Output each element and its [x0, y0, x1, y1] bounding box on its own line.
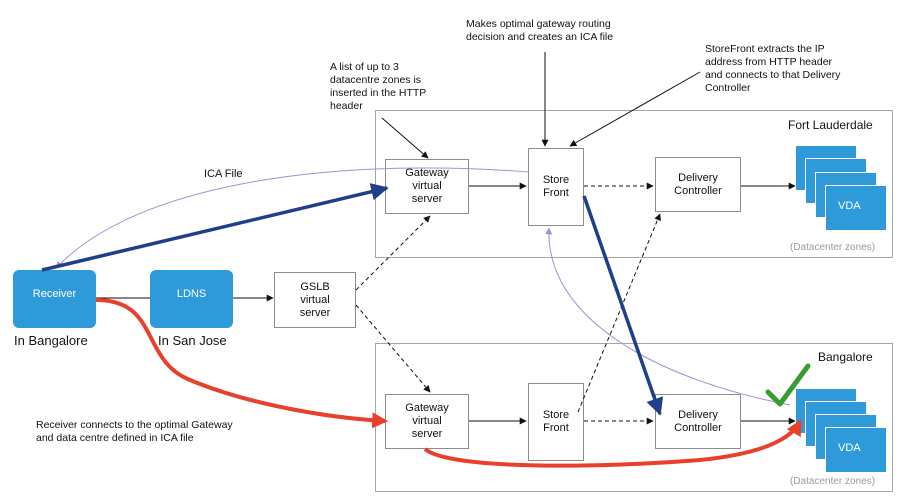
check-icon	[765, 363, 811, 407]
pointer-storefront-note	[569, 71, 701, 147]
receiver-location: In Bangalore	[14, 333, 88, 348]
receiver-node: Receiver	[13, 270, 96, 328]
delivery-controller-bl: Delivery Controller	[655, 394, 741, 449]
vda-fl-label: VDA	[838, 200, 861, 212]
vda-fl-stack-4	[825, 185, 887, 231]
annotation-storefront: StoreFront extracts the IP address from …	[705, 43, 841, 94]
dashed-gslb-gateway-bl	[355, 304, 431, 393]
dashed-storefront-bl-to-dc-fl	[577, 213, 661, 413]
red-gateway-bl-to-vda-bl	[423, 419, 802, 468]
storefront-fl: Store Front	[528, 148, 584, 226]
gslb-virtual-server: GSLB virtual server	[274, 272, 356, 328]
ica-file-return-curve	[55, 167, 529, 269]
vda-bl-stack-4	[825, 427, 887, 473]
ldns-node: LDNS	[150, 270, 233, 328]
blue-receiver-to-gateway-fl	[41, 183, 389, 272]
annotation-receiver-connects: Receiver connects to the optimal Gateway…	[36, 419, 233, 444]
region-bangalore-title: Bangalore	[818, 350, 873, 364]
region-fort-lauderdale-title: Fort Lauderdale	[788, 118, 873, 132]
red-receiver-to-gateway-bl	[95, 298, 389, 429]
storefront-bl: Store Front	[528, 383, 584, 461]
blue-storefront-fl-to-dc-bl	[582, 195, 664, 416]
region-fort-lauderdale-note: (Datacenter zones)	[790, 242, 876, 253]
annotation-routing: Makes optimal gateway routing decision a…	[466, 18, 614, 43]
delivery-controller-fl: Delivery Controller	[655, 157, 741, 212]
pointer-zones-to-gateway	[381, 117, 429, 159]
region-bangalore-note: (Datacenter zones)	[790, 476, 876, 487]
ldns-location: In San Jose	[158, 333, 227, 348]
vda-bl-label: VDA	[838, 442, 861, 454]
annotation-zones-list: A list of up to 3 datacentre zones is in…	[330, 61, 427, 112]
dashed-gslb-gateway-fl	[355, 215, 431, 291]
gateway-virtual-server-bl: Gateway virtual server	[385, 394, 469, 449]
annotation-ica-file: ICA File	[204, 168, 243, 180]
purple-vda-bl-to-storefront-fl	[545, 227, 791, 406]
